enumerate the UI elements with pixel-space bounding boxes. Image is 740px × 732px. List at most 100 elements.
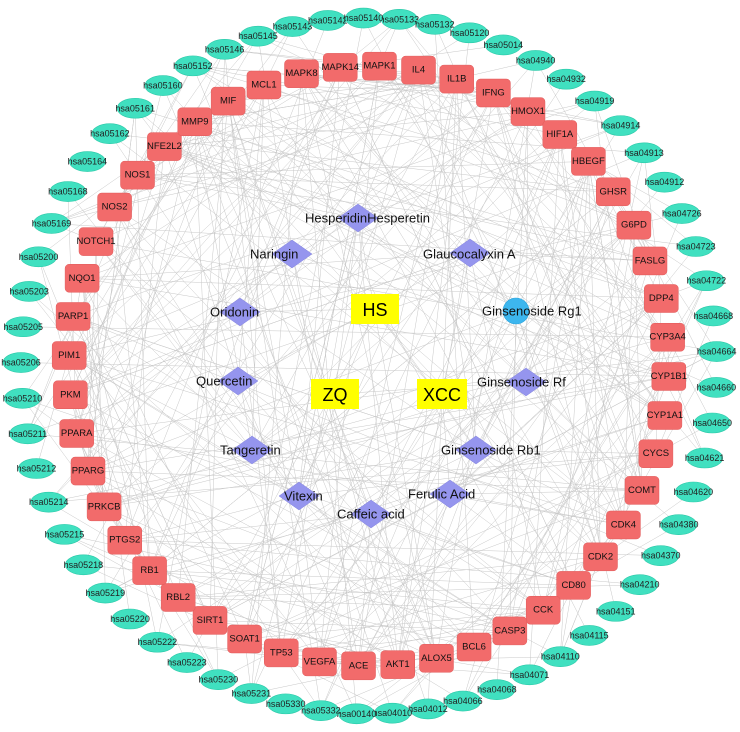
svg-text:NOS1: NOS1 (125, 170, 151, 181)
svg-text:hsa04914: hsa04914 (601, 121, 641, 131)
svg-text:hsa04110: hsa04110 (541, 652, 580, 662)
pathway-node-hsa05140: hsa05140 (344, 7, 384, 29)
ingredient-node-ferulic-acid: Ferulic Acid (408, 479, 475, 509)
svg-text:ALOX5: ALOX5 (421, 653, 452, 664)
svg-text:Ginsenoside Rf: Ginsenoside Rf (477, 375, 566, 390)
target-node-hmox1: HMOX1 (510, 97, 546, 126)
ingredient-node-ginsenoside-rf: Ginsenoside Rf (477, 367, 566, 397)
pathway-node-hsa04066: hsa04066 (443, 690, 483, 712)
svg-text:hsa05168: hsa05168 (48, 187, 88, 197)
svg-text:hsa04621: hsa04621 (685, 453, 725, 463)
svg-text:NOTCH1: NOTCH1 (76, 236, 115, 247)
svg-text:hsa05162: hsa05162 (90, 129, 130, 139)
pathway-node-hsa04723: hsa04723 (676, 236, 716, 257)
svg-text:hsa05169: hsa05169 (32, 218, 72, 228)
target-node-rbl2: RBL2 (160, 583, 196, 612)
herb-node-hs: HS (351, 294, 399, 324)
target-node-il4: IL4 (401, 55, 436, 85)
target-node-g6pd: G6PD (616, 210, 652, 240)
target-node-parp1: PARP1 (55, 302, 91, 331)
svg-text:hsa04912: hsa04912 (645, 177, 685, 187)
svg-text:PTGS2: PTGS2 (109, 535, 140, 546)
svg-text:NFE2L2: NFE2L2 (147, 141, 182, 152)
svg-text:hsa05210: hsa05210 (3, 393, 43, 403)
target-node-mmp9: MMP9 (177, 107, 213, 137)
svg-text:hsa04664: hsa04664 (697, 347, 737, 357)
svg-text:hsa05140: hsa05140 (344, 13, 384, 23)
pathway-node-hsa05223: hsa05223 (167, 652, 207, 673)
pathway-node-hsa05146: hsa05146 (205, 39, 245, 60)
ingredient-node-oridonin: Oridonin (210, 297, 261, 327)
svg-text:hsa00140: hsa00140 (337, 709, 377, 719)
target-node-cdk4: CDK4 (606, 510, 641, 540)
svg-text:hsa05231: hsa05231 (232, 689, 272, 699)
svg-text:hsa04066: hsa04066 (443, 696, 483, 706)
svg-text:hsa04380: hsa04380 (659, 520, 699, 530)
pathway-ring: hsa05133hsa05132hsa05120hsa05014hsa04940… (1, 7, 737, 725)
pathway-node-hsa05162: hsa05162 (90, 123, 130, 144)
pathway-node-hsa05169: hsa05169 (32, 213, 72, 234)
svg-text:RBL2: RBL2 (166, 592, 190, 603)
svg-text:Ginsenoside Rg1: Ginsenoside Rg1 (482, 304, 582, 319)
herb-node-xcc: XCC (417, 379, 467, 409)
pathway-node-hsa05205: hsa05205 (3, 316, 43, 338)
svg-text:hsa05220: hsa05220 (110, 614, 150, 624)
ingredient-node-glaucocalyxin-a: Glaucocalyxin A (423, 238, 516, 268)
pathway-node-hsa05230: hsa05230 (199, 669, 238, 690)
pathway-node-hsa05142: hsa05142 (308, 10, 348, 31)
svg-text:hsa04115: hsa04115 (570, 630, 609, 640)
pathway-node-hsa00140: hsa00140 (337, 703, 377, 725)
target-node-nfe2l2: NFE2L2 (147, 132, 182, 161)
svg-text:hsa05200: hsa05200 (19, 252, 59, 262)
svg-text:NQO1: NQO1 (69, 273, 96, 284)
pathway-node-hsa04722: hsa04722 (687, 270, 726, 292)
svg-text:Tangeretin: Tangeretin (220, 443, 281, 458)
svg-text:MMP9: MMP9 (181, 116, 208, 127)
target-node-rb1: RB1 (132, 556, 167, 585)
svg-text:MAPK1: MAPK1 (363, 61, 395, 72)
svg-text:hsa05219: hsa05219 (86, 588, 126, 598)
svg-text:hsa04012: hsa04012 (408, 704, 448, 714)
svg-text:SIRT1: SIRT1 (197, 615, 224, 626)
svg-text:hsa05145: hsa05145 (238, 31, 278, 41)
pathway-node-hsa05212: hsa05212 (17, 458, 56, 479)
svg-text:CDK4: CDK4 (611, 519, 636, 530)
target-node-hbegf: HBEGF (571, 147, 606, 176)
svg-text:hsa05332: hsa05332 (301, 706, 341, 716)
svg-text:hsa05142: hsa05142 (308, 15, 348, 25)
pathway-node-hsa05231: hsa05231 (232, 683, 272, 704)
svg-text:NOS2: NOS2 (102, 202, 128, 213)
target-node-mapk14: MAPK14 (321, 53, 359, 82)
target-node-nqo1: NQO1 (64, 264, 100, 293)
target-node-alox5: ALOX5 (419, 644, 454, 673)
svg-text:hsa04370: hsa04370 (641, 551, 681, 561)
svg-text:hsa04210: hsa04210 (620, 580, 660, 590)
pathway-node-hsa05214: hsa05214 (29, 491, 69, 513)
ingredient-node-tangeretin: Tangeretin (220, 435, 281, 465)
svg-text:BCL6: BCL6 (462, 642, 486, 653)
pathway-node-hsa05200: hsa05200 (19, 246, 59, 268)
target-node-cyp1a1: CYP1A1 (647, 401, 683, 430)
svg-text:PPARG: PPARG (72, 466, 105, 477)
svg-text:hsa05146: hsa05146 (205, 44, 245, 54)
target-node-mapk1: MAPK1 (362, 51, 397, 81)
svg-text:CYP1A1: CYP1A1 (647, 410, 683, 421)
target-node-ppara: PPARA (59, 419, 94, 448)
pathway-node-hsa04110: hsa04110 (541, 646, 580, 667)
svg-text:RB1: RB1 (140, 565, 158, 576)
svg-text:hsa05203: hsa05203 (9, 286, 49, 296)
target-node-cyp1b1: CYP1B1 (651, 362, 687, 391)
svg-text:ZQ: ZQ (323, 385, 348, 405)
svg-text:HMOX1: HMOX1 (511, 106, 545, 117)
svg-text:hsa04650: hsa04650 (693, 418, 733, 428)
target-node-il1b: IL1B (439, 64, 474, 94)
svg-text:Ginsenoside Rb1: Ginsenoside Rb1 (441, 443, 541, 458)
svg-text:SOAT1: SOAT1 (229, 633, 259, 644)
svg-text:hsa04620: hsa04620 (674, 487, 714, 497)
svg-text:G6PD: G6PD (621, 220, 647, 231)
target-node-nos2: NOS2 (97, 192, 132, 222)
target-node-cck: CCK (525, 595, 561, 625)
target-node-cycs: CYCS (638, 439, 674, 468)
pathway-node-hsa04068: hsa04068 (477, 679, 517, 700)
